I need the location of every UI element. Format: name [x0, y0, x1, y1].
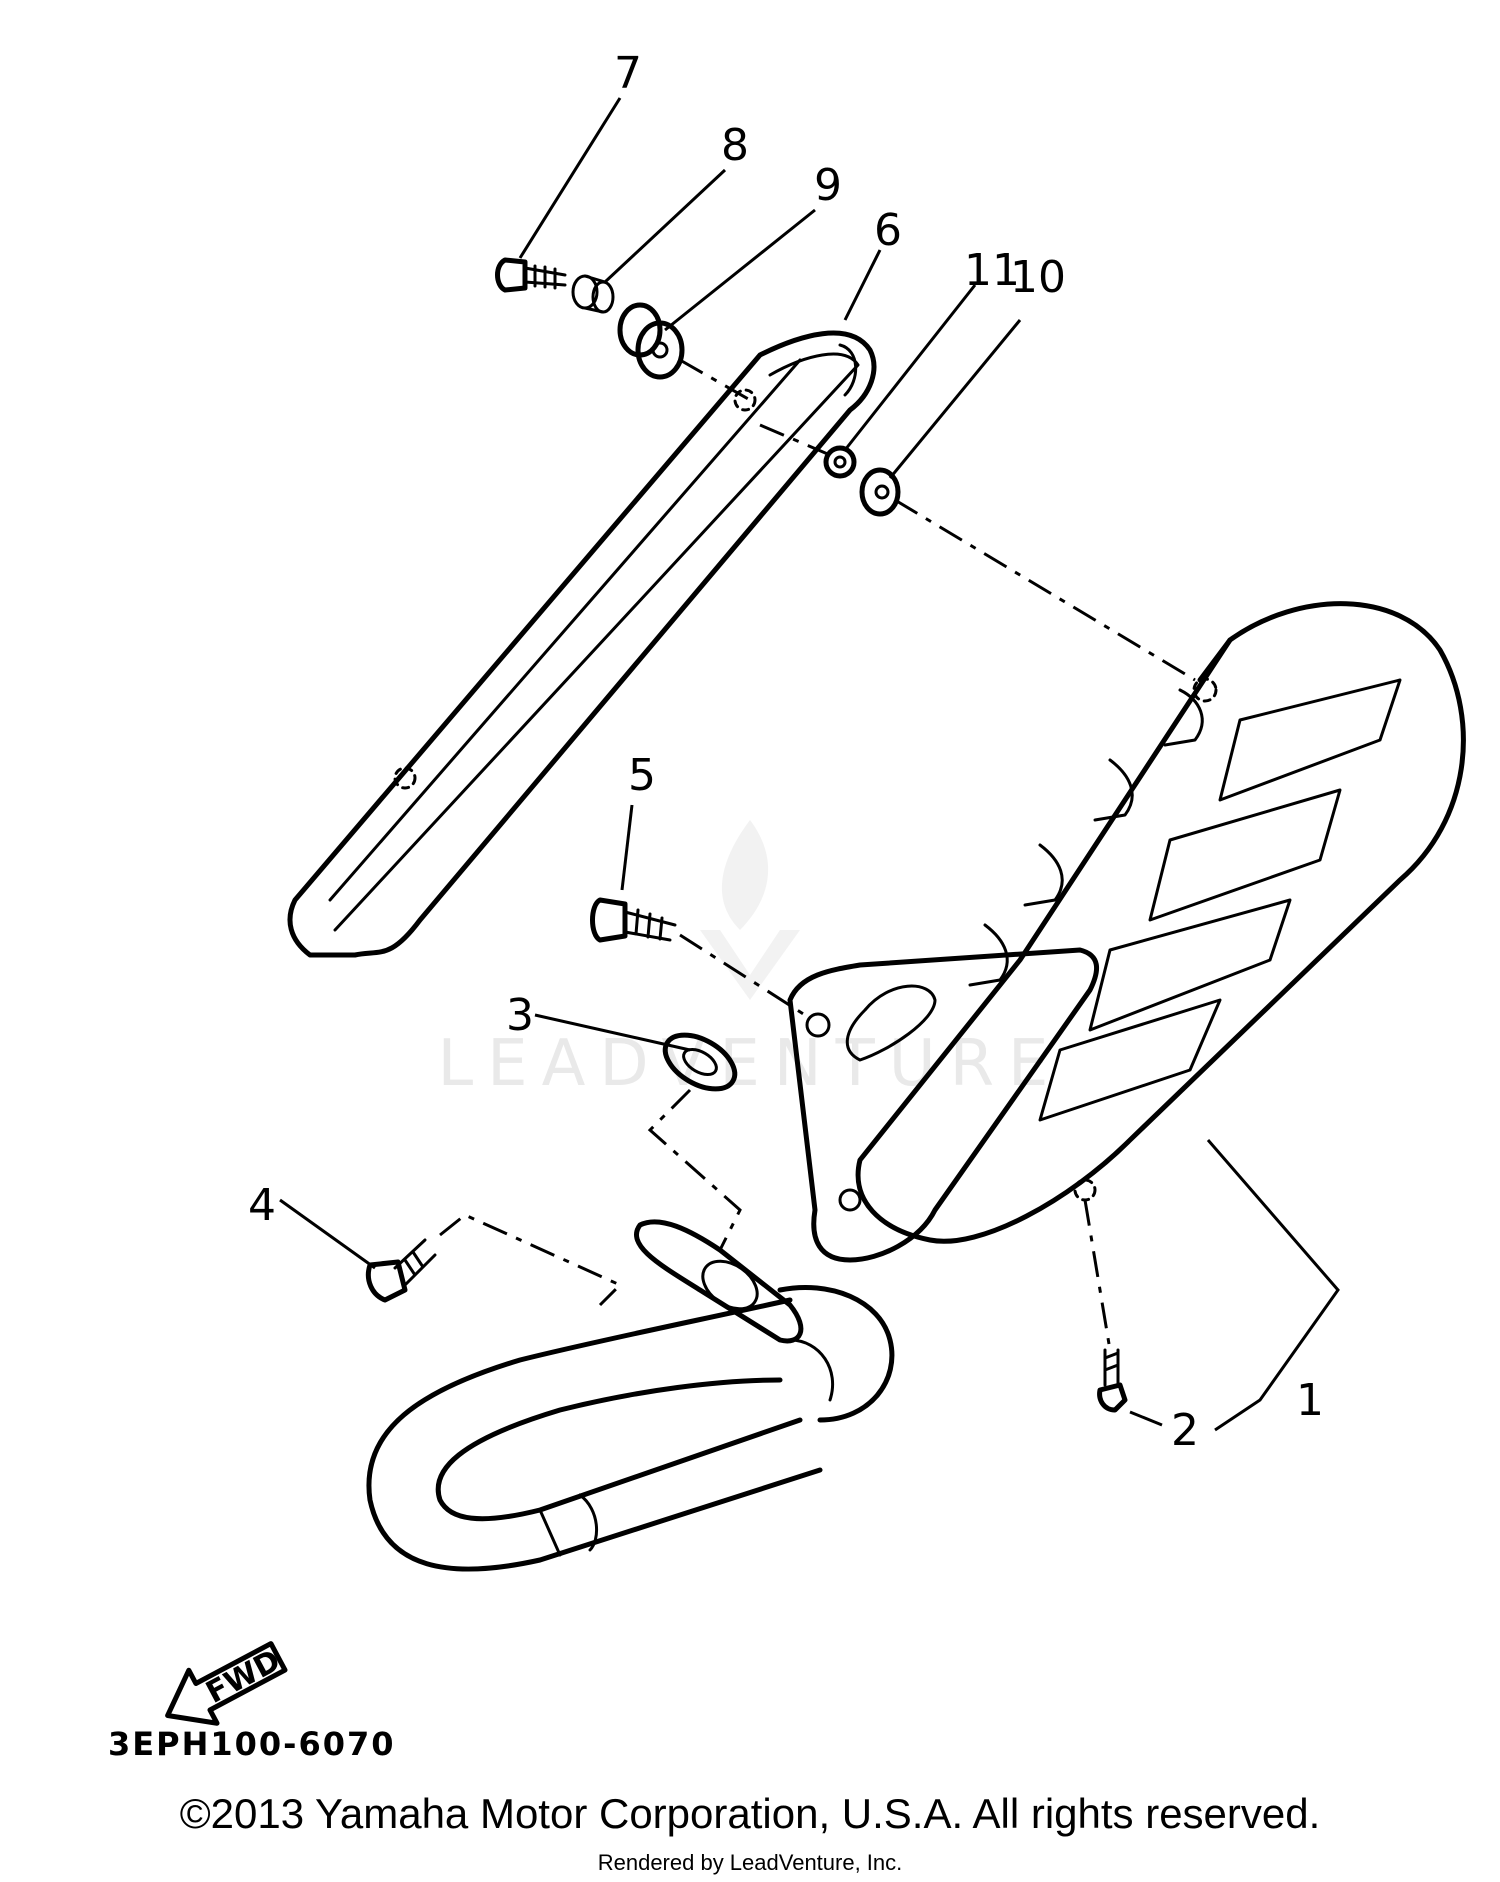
- rendered-by-credit: Rendered by LeadVenture, Inc.: [597, 1850, 903, 1875]
- part-5-bolt: [590, 897, 677, 943]
- callout-5: 5: [628, 750, 656, 801]
- callout-10: 10: [1010, 252, 1066, 303]
- part-8-collar: [571, 274, 615, 314]
- callout-9: 9: [814, 160, 842, 211]
- copyright-notice: ©2013 Yamaha Motor Corporation, U.S.A. A…: [179, 1790, 1321, 1837]
- callout-1: 1: [1296, 1375, 1324, 1426]
- assembly-lines: [439, 358, 1196, 1351]
- part-10-washer: [859, 467, 901, 517]
- part-9-grommet: [617, 302, 685, 380]
- callout-4: 4: [248, 1180, 276, 1231]
- callout-6: 6: [874, 205, 902, 256]
- part-4-bolt: [365, 1238, 437, 1303]
- part-11-collar: [823, 445, 857, 479]
- muffler-mount-plate: [787, 947, 1100, 1263]
- callout-7: 7: [614, 48, 642, 99]
- callout-3: 3: [506, 990, 534, 1041]
- callout-2: 2: [1171, 1405, 1199, 1456]
- callout-11: 11: [964, 245, 1020, 296]
- exhaust-pipe: [366, 1219, 895, 1572]
- leader-lines: [279, 97, 1340, 1432]
- callout-labels: 7 8 9 6 11 10 5 3 4 2 1: [248, 48, 1324, 1456]
- callout-8: 8: [721, 120, 749, 171]
- part-3-gasket: [662, 1032, 738, 1092]
- fwd-label: FWD: [200, 1643, 286, 1711]
- part-7-bolt: [495, 257, 567, 293]
- watermark-logo: [700, 820, 800, 1000]
- diagram-part-code: 3EPH100-6070: [108, 1725, 396, 1763]
- part-1-muffler: [855, 601, 1466, 1244]
- part-6-heat-guard: [287, 330, 877, 958]
- part-2-screw: [1097, 1348, 1128, 1413]
- watermark-text: LEADVENTURE: [438, 1027, 1063, 1101]
